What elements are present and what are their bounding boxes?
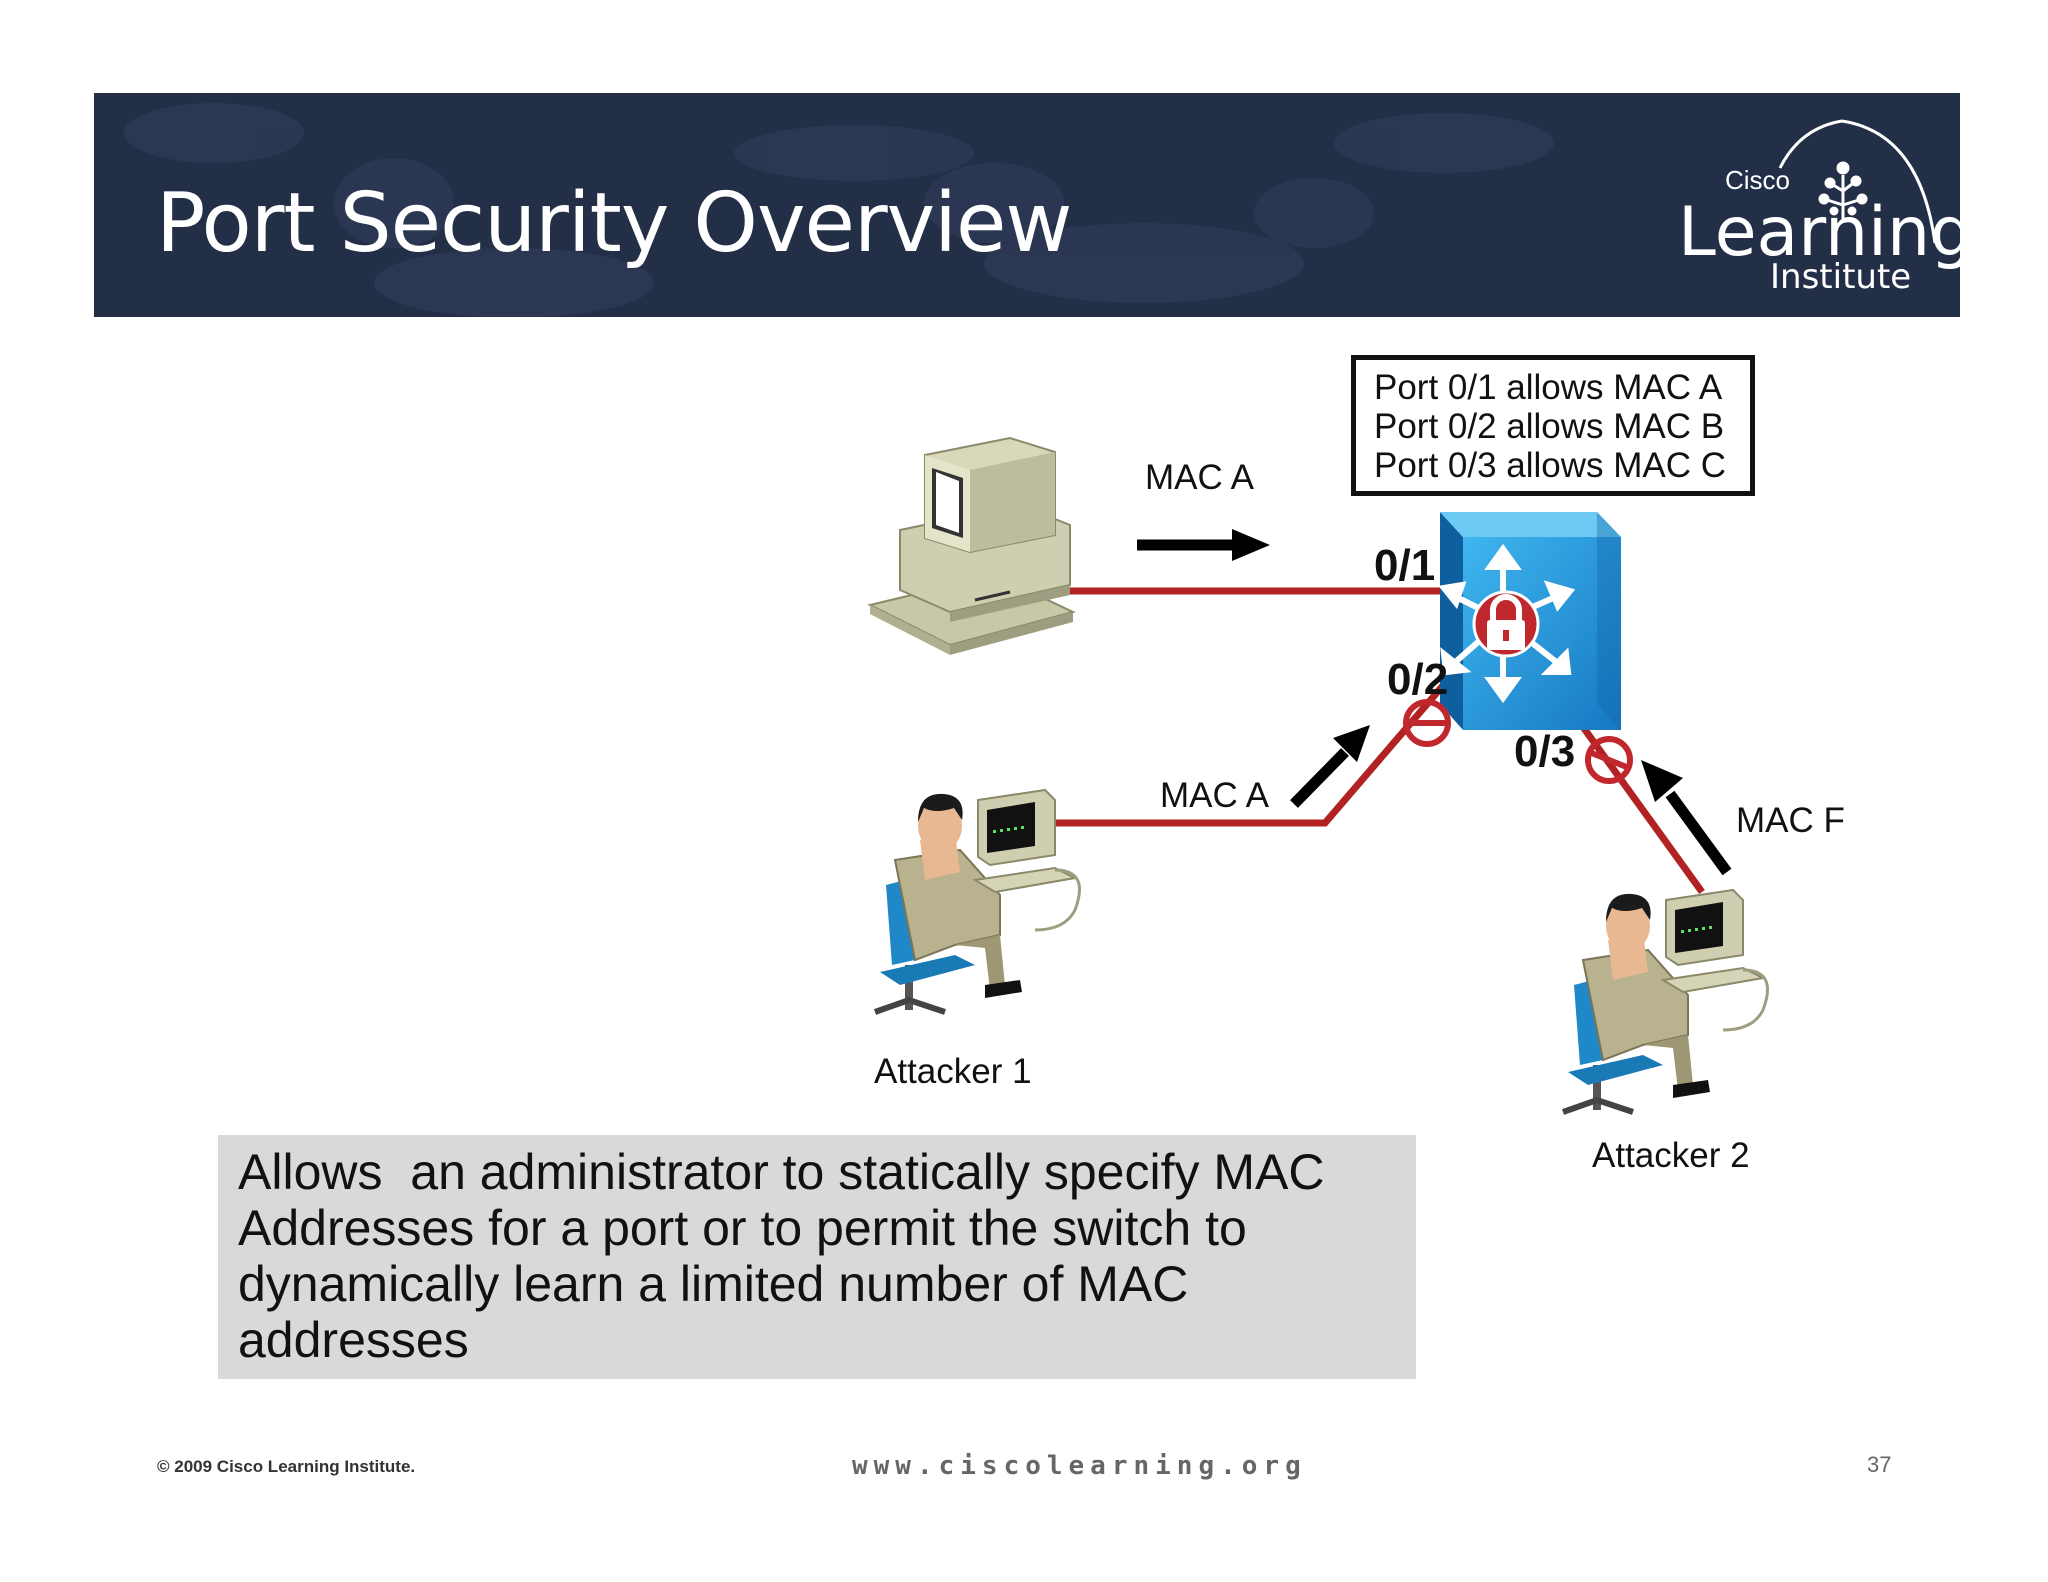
arrow-mac-a-right-icon <box>1137 529 1270 561</box>
description-text: Allows an administrator to statically sp… <box>238 1144 1336 1368</box>
block-port-0-2-icon <box>1403 699 1451 747</box>
copyright-text: © 2009 Cisco Learning Institute. <box>157 1457 416 1476</box>
arrow-attacker2-icon <box>1641 760 1732 876</box>
switch-icon <box>1438 512 1621 730</box>
host-label-attacker2: Attacker 2 <box>1592 1136 1750 1175</box>
port-security-table: Port 0/1 allows MAC A Port 0/2 allows MA… <box>1351 355 1755 496</box>
flow-label-legit: MAC A <box>1145 458 1254 497</box>
acl-line-port-0-2: Port 0/2 allows MAC B <box>1374 407 1725 446</box>
svg-text:Institute: Institute <box>1770 257 1911 297</box>
flow-label-attacker2: MAC F <box>1736 801 1845 840</box>
workstation-icon <box>867 436 1076 655</box>
arrow-attacker1-icon <box>1290 725 1370 808</box>
cisco-learning-institute-logo: Cisco Learning Institute <box>1678 119 1960 297</box>
title-banner: Port Security Overview Cisco Learning In… <box>94 93 1960 317</box>
acl-line-port-0-1: Port 0/1 allows MAC A <box>1374 368 1723 407</box>
flow-label-attacker1: MAC A <box>1160 776 1269 815</box>
svg-text:Cisco: Cisco <box>1725 165 1790 195</box>
banner-texture <box>124 103 1554 317</box>
description-box: Allows an administrator to statically sp… <box>218 1135 1416 1379</box>
block-port-0-3-icon <box>1585 736 1633 784</box>
port-label-0-3: 0/3 <box>1514 727 1576 776</box>
page-title: Port Security Overview <box>156 176 1072 271</box>
attacker-2-icon <box>1562 888 1769 1115</box>
acl-line-port-0-3: Port 0/3 allows MAC C <box>1374 446 1727 485</box>
footer-url: www.ciscolearning.org <box>852 1451 1307 1481</box>
attacker-1-icon <box>874 788 1081 1015</box>
host-label-attacker1: Attacker 1 <box>874 1052 1032 1091</box>
port-label-0-1: 0/1 <box>1374 541 1436 590</box>
page-number: 37 <box>1867 1452 1892 1477</box>
svg-text:Learning: Learning <box>1678 193 1960 272</box>
port-label-0-2: 0/2 <box>1387 655 1449 704</box>
